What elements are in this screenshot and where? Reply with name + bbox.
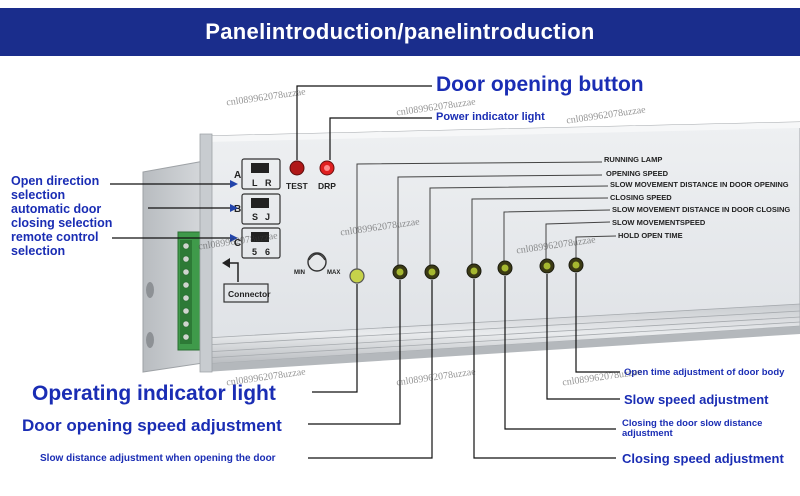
selector-c-right: 6 [265, 247, 270, 257]
legend-running-lamp: RUNNING LAMP [604, 155, 662, 164]
selector-b-right: J [265, 212, 270, 222]
open-time-adjustment-label: Open time adjustment of door body [624, 367, 785, 378]
selector-a-letter: A [234, 170, 241, 181]
callout-lines [110, 85, 620, 459]
selector-c-letter: C [234, 238, 241, 249]
legend-closing-speed: CLOSING SPEED [610, 193, 672, 202]
test-button[interactable] [289, 160, 305, 176]
slow-distance-opening-label: Slow distance adjustment when opening th… [40, 453, 276, 464]
selector-group [241, 158, 281, 259]
door-opening-speed-label: Door opening speed adjustment [22, 416, 282, 435]
connector-label: Connector [228, 289, 271, 299]
knob [307, 252, 327, 272]
legend-hold-open-time: HOLD OPEN TIME [618, 231, 683, 240]
title-banner: Panelintroduction/panelintroduction [0, 0, 800, 62]
legend-lines [356, 161, 617, 270]
knob-min: MIN [294, 270, 305, 276]
running-lamp [349, 268, 365, 284]
banner-bar [0, 8, 800, 56]
connector-box [222, 258, 269, 303]
selector-b-letter: B [234, 204, 241, 215]
selector-b-left: S [252, 212, 258, 222]
closing-slow-distance-label: Closing the door slow distance adjustmen… [622, 418, 763, 439]
test-label: TEST [286, 181, 309, 191]
terminal-screw [182, 333, 190, 341]
power-indicator-label: Power indicator light [436, 111, 545, 123]
dip-switch-heads [251, 163, 269, 242]
legend-slow-distance-closing: SLOW MOVEMENT DISTANCE IN DOOR CLOSING [612, 205, 790, 214]
slow-speed-adjustment-label: Slow speed adjustment [624, 392, 769, 407]
selector-a-right: R [265, 178, 272, 188]
drp-label: DRP [318, 181, 336, 191]
terminal-screw [182, 320, 190, 328]
terminal-screw [182, 307, 190, 315]
terminal-screw [182, 242, 190, 250]
controller-body [199, 121, 800, 373]
legend-opening-speed: OPENING SPEED [606, 169, 669, 178]
open-direction-selection-label: Open direction selection automatic door … [11, 174, 113, 258]
closing-speed-adjustment-label: Closing speed adjustment [622, 451, 784, 466]
legend-slow-movement-speed: SLOW MOVEMENTSPEED [612, 218, 706, 227]
selector-arrows [230, 180, 238, 242]
terminal-screw [182, 281, 190, 289]
terminal-screw [182, 294, 190, 302]
legend-slow-distance-opening: SLOW MOVEMENT DISTANCE IN DOOR OPENING [610, 180, 789, 189]
selector-a-left: L [252, 178, 258, 188]
led-row [349, 257, 584, 284]
selector-c-left: 5 [252, 247, 257, 257]
door-opening-button-label: Door opening button [436, 73, 644, 96]
banner-title: Panelintroduction/panelintroduction [205, 19, 595, 44]
drp-led-glow [324, 165, 330, 171]
terminal-screw [182, 255, 190, 263]
knob-max: MAX [327, 270, 340, 276]
operating-indicator-label: Operating indicator light [32, 382, 276, 405]
terminal-screw [182, 268, 190, 276]
